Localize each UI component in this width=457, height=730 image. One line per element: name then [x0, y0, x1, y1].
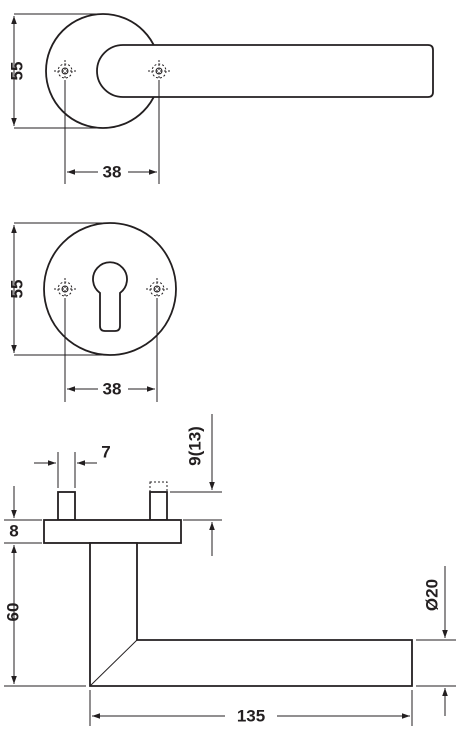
dimension-height-keyhole: 55 [7, 222, 110, 356]
screw-hole-icon [145, 277, 169, 301]
screw-hole-icon [53, 59, 77, 83]
pin-left [57, 491, 76, 521]
cylinder-keyhole [92, 261, 128, 332]
dim-label-55-keyhole: 55 [7, 280, 26, 299]
dim-label-38-top: 38 [103, 162, 122, 181]
dim-label-38-keyhole: 38 [103, 379, 122, 398]
pin-right-extended [149, 481, 168, 493]
rose-lever-front-view [45, 13, 434, 129]
lever-bend-line [89, 639, 138, 687]
screw-hole-icon [53, 277, 77, 301]
dimension-rose-thickness: 8 [4, 486, 42, 544]
dimension-pin-projection: 9(13) [170, 414, 222, 556]
dimension-lever-length: 135 [89, 690, 413, 726]
dim-label-8: 8 [9, 521, 18, 540]
lever-side-view [43, 481, 413, 687]
keyhole-rose-view [43, 222, 177, 356]
pin-right [149, 491, 168, 521]
dim-label-9-13: 9(13) [185, 426, 204, 466]
dim-label-7: 7 [101, 442, 110, 461]
dim-label-55-top: 55 [7, 62, 26, 81]
dimension-lever-height: 60 [3, 545, 86, 687]
dim-label-60: 60 [3, 603, 22, 622]
dimension-lever-diameter: Ø20 [416, 566, 456, 716]
lever-outline [96, 44, 434, 98]
rose-side [43, 519, 182, 544]
dimension-screw-spacing-top: 38 [64, 82, 160, 184]
dim-label-135: 135 [237, 706, 265, 725]
dimension-pin-width: 7 [34, 442, 111, 488]
dimension-height-top: 55 [7, 13, 103, 129]
dimension-screw-spacing-keyhole: 38 [64, 300, 158, 402]
dim-label-d20: Ø20 [422, 579, 441, 611]
lever-side [89, 542, 413, 687]
